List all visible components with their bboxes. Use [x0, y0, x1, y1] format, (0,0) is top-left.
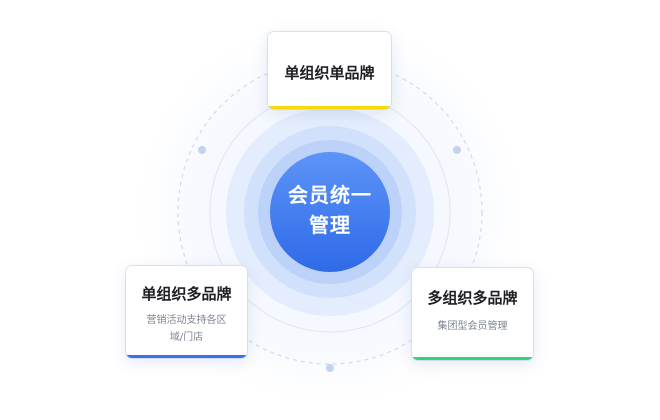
- card-accent-bar-yellow: [268, 106, 391, 109]
- card-title: 单组织多品牌: [141, 285, 232, 303]
- card-multi-org-multi-brand: 多组织多品牌 集团型会员管理: [412, 268, 533, 360]
- card-single-org-multi-brand: 单组织多品牌 营销活动支持各区 域/门店: [126, 266, 247, 358]
- orbit-dot-left: [198, 146, 206, 154]
- center-label: 会员统一 管理: [262, 180, 398, 240]
- card-description: 营销活动支持各区 域/门店: [126, 312, 247, 346]
- card-description-line2: 域/门店: [169, 332, 204, 343]
- card-description: 集团型会员管理: [437, 321, 508, 332]
- card-single-org-single-brand: 单组织单品牌: [268, 32, 391, 109]
- card-description-line1: 营销活动支持各区: [146, 315, 227, 326]
- card-title: 单组织单品牌: [284, 64, 375, 82]
- orbit-dot-bottom: [326, 364, 334, 372]
- card-title: 多组织多品牌: [427, 289, 518, 307]
- card-accent-bar-blue: [126, 355, 247, 358]
- center-core: [270, 152, 390, 272]
- orbit-dot-right: [453, 146, 461, 154]
- center-label-line2: 管理: [309, 213, 351, 237]
- center-label-line1: 会员统一: [288, 183, 372, 207]
- card-accent-bar-green: [412, 357, 533, 360]
